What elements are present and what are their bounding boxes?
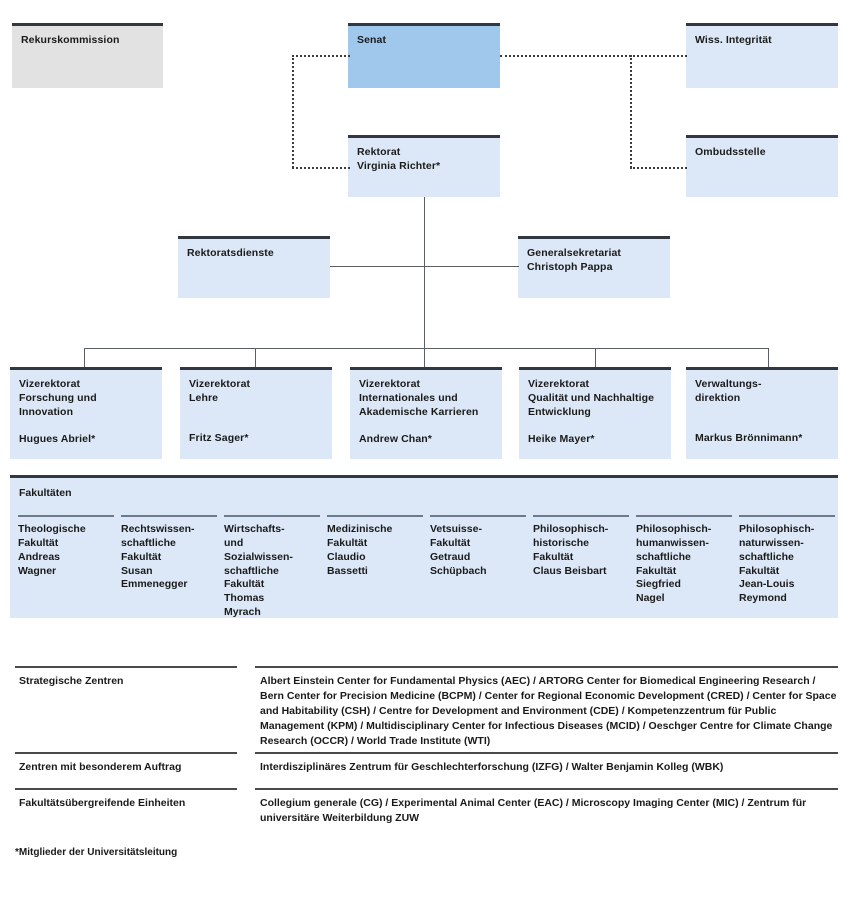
node-title: Vizerektorat Forschung und Innovation: [19, 378, 97, 418]
connector-drop-1: [84, 348, 85, 367]
node-title: Vizerektorat Lehre: [189, 378, 251, 404]
node-person: Fritz Sager*: [189, 431, 249, 444]
faculty-phil-hist[interactable]: Philosophisch- historische Fakultät Clau…: [533, 515, 629, 578]
node-person: Hugues Abriel*: [19, 432, 96, 445]
node-vizerektorat-lehre[interactable]: Vizerektorat Lehre Fritz Sager*: [180, 367, 332, 459]
node-title: Rektorat: [357, 146, 401, 158]
dotted-connector-senat-right: [500, 55, 687, 57]
row-fakultaetsuebergreifende-einheiten: Fakultätsübergreifende Einheiten Collegi…: [15, 788, 838, 834]
faculty-wiso[interactable]: Wirtschafts- und Sozialwissen- schaftlic…: [224, 515, 320, 620]
footnote: *Mitglieder der Universitätsleitung: [15, 847, 178, 858]
dotted-connector-senat-left: [292, 55, 350, 57]
row-value: Collegium generale (CG) / Experimental A…: [260, 797, 807, 824]
row-rule-left: [15, 666, 237, 668]
node-title: Rektoratsdienste: [187, 247, 274, 259]
dotted-connector-left-vertical: [292, 55, 294, 168]
row-zentren-besonderer-auftrag: Zentren mit besonderem Auftrag Interdisz…: [15, 752, 838, 788]
node-person: Virginia Richter*: [357, 159, 441, 172]
node-title: Vizerektorat Internationales und Akademi…: [359, 378, 479, 418]
row-rule-right: [255, 752, 838, 754]
faculty-rechtswissenschaftliche[interactable]: Rechtswissen- schaftliche Fakultät Susan…: [121, 515, 217, 592]
connector-rektorat-trunk: [424, 197, 425, 349]
node-rektoratsdienste[interactable]: Rektoratsdienste: [178, 236, 330, 298]
node-vizerektorat-internationales[interactable]: Vizerektorat Internationales und Akademi…: [350, 367, 502, 459]
connector-drop-5: [768, 348, 769, 367]
row-rule-right: [255, 666, 838, 668]
row-rule-left: [15, 752, 237, 754]
dotted-connector-ombudsstelle: [630, 167, 687, 169]
faculty-phil-nat[interactable]: Philosophisch- naturwissen- schaftliche …: [739, 515, 835, 606]
row-value: Interdisziplinäres Zentrum für Geschlech…: [260, 761, 724, 773]
connector-drop-4: [595, 348, 596, 367]
node-title: Verwaltungs- direktion: [695, 378, 762, 404]
node-rektorat[interactable]: Rektorat Virginia Richter*: [348, 135, 500, 197]
connector-drop-3: [424, 348, 425, 367]
node-ombudsstelle[interactable]: Ombudsstelle: [686, 135, 838, 197]
node-vizerektorat-forschung[interactable]: Vizerektorat Forschung und Innovation Hu…: [10, 367, 162, 459]
connector-staff-left: [330, 266, 425, 267]
faculties-heading: Fakultäten: [19, 487, 72, 499]
node-person: Christoph Pappa: [527, 260, 613, 273]
faculties-panel: Fakultäten Theologische Fakultät Andreas…: [10, 475, 838, 618]
row-label: Zentren mit besonderem Auftrag: [19, 761, 182, 773]
faculty-theologische[interactable]: Theologische Fakultät Andreas Wagner: [18, 515, 114, 578]
node-person: Andrew Chan*: [359, 432, 432, 445]
node-title: Wiss. Integrität: [695, 34, 772, 46]
node-title: Vizerektorat Qualität und Nachhaltige En…: [528, 378, 655, 418]
node-verwaltungsdirektion[interactable]: Verwaltungs- direktion Markus Brönnimann…: [686, 367, 838, 459]
node-person: Heike Mayer*: [528, 432, 595, 445]
row-value: Albert Einstein Center for Fundamental P…: [260, 675, 837, 747]
dotted-connector-right-vertical: [630, 55, 632, 168]
faculty-vetsuisse[interactable]: Vetsuisse- Fakultät Getraud Schüpbach: [430, 515, 526, 578]
node-wiss-integritaet[interactable]: Wiss. Integrität: [686, 23, 838, 88]
node-person: Markus Brönnimann*: [695, 431, 803, 444]
node-title: Senat: [357, 34, 387, 46]
row-label: Fakultätsübergreifende Einheiten: [19, 797, 186, 809]
node-rekurskommission[interactable]: Rekurskommission: [12, 23, 163, 88]
node-title: Rekurskommission: [21, 34, 120, 46]
faculty-phil-hum[interactable]: Philosophisch- humanwissen- schaftliche …: [636, 515, 732, 606]
connector-drop-2: [255, 348, 256, 367]
row-rule-left: [15, 788, 237, 790]
row-rule-right: [255, 788, 838, 790]
dotted-connector-rektorat-left: [292, 167, 350, 169]
connector-vizerektorat-bar: [84, 348, 769, 349]
connector-staff-right: [424, 266, 519, 267]
faculty-medizinische[interactable]: Medizinische Fakultät Claudio Bassetti: [327, 515, 423, 578]
node-title: Ombudsstelle: [695, 146, 766, 158]
node-senat[interactable]: Senat: [348, 23, 500, 88]
row-strategische-zentren: Strategische Zentren Albert Einstein Cen…: [15, 666, 838, 750]
node-generalsekretariat[interactable]: Generalsekretariat Christoph Pappa: [518, 236, 670, 298]
node-vizerektorat-qualitaet[interactable]: Vizerektorat Qualität und Nachhaltige En…: [519, 367, 671, 459]
row-label: Strategische Zentren: [19, 675, 124, 687]
node-title: Generalsekretariat: [527, 247, 622, 259]
